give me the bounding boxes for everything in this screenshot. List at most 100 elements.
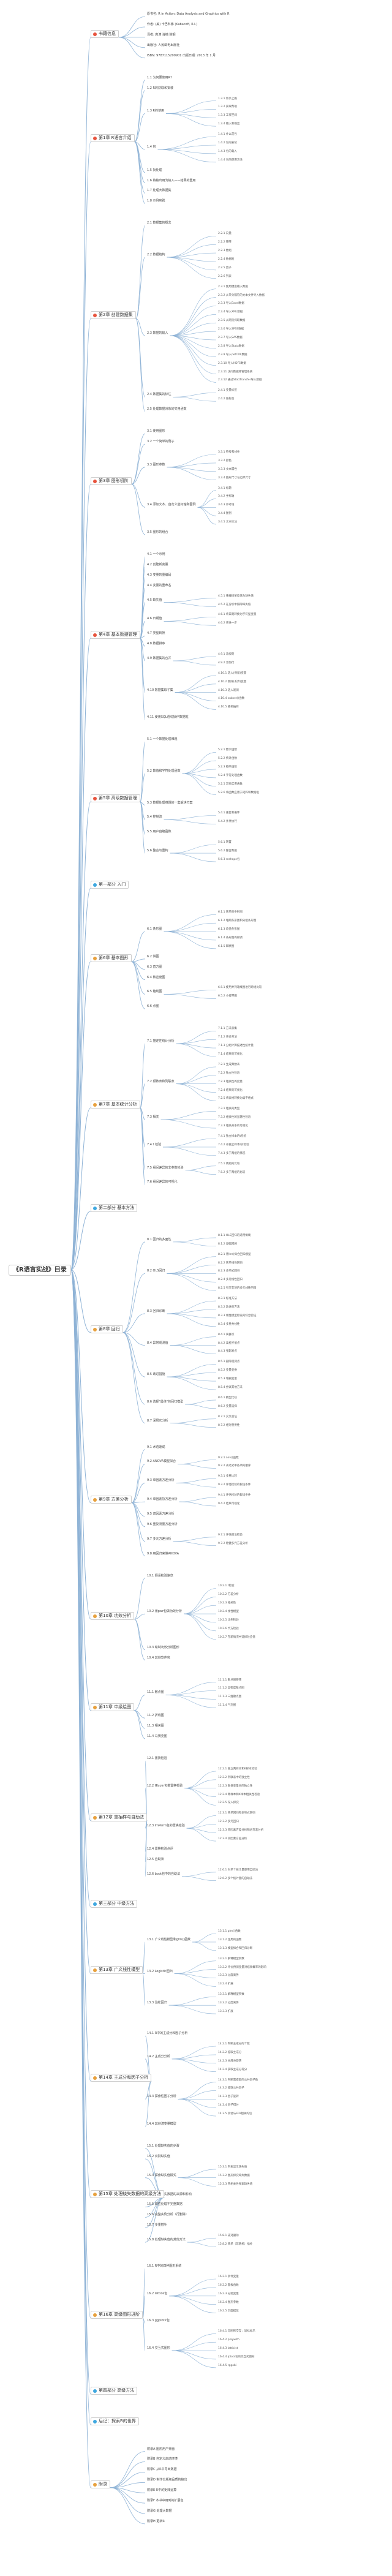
subsection-node[interactable]: 1.3.2 获取帮助 — [218, 105, 237, 109]
subsection-node[interactable]: 4.6.1 将日期转换为字符型变量 — [218, 613, 257, 617]
subsection-node[interactable]: 9.7.2 稳健多元方差分析 — [218, 1542, 248, 1545]
section-node[interactable]: 15.6 完整实例分析（行删除） — [147, 2213, 189, 2217]
subsection-node[interactable]: 5.4.2 条件执行 — [218, 820, 237, 824]
section-node[interactable]: 5.3 数据处理难题的一套解决方案 — [147, 800, 193, 805]
subsection-node[interactable]: 7.1.1 方法云集 — [218, 1027, 237, 1031]
section-node[interactable]: 6.6 点图 — [147, 1004, 159, 1009]
section-node[interactable]: 1.3 R的使用 — [147, 109, 165, 113]
section-node[interactable]: 6.3 直方图 — [147, 965, 162, 969]
section-node[interactable]: 2.1 数据集的概念 — [147, 221, 172, 225]
section-node[interactable]: 8.5 改进措施 — [147, 1373, 165, 1377]
section-node[interactable]: 附录C 从R中导出数据 — [147, 2468, 177, 2472]
chapter-node[interactable]: 第6章 基本图形 — [91, 954, 132, 963]
subsection-node[interactable]: 8.7.2 相对重要性 — [218, 1423, 240, 1427]
subsection-node[interactable]: 15.3.3 用相关性探索缺失值 — [218, 2182, 253, 2186]
section-node[interactable]: 4.10 数据集取子集 — [147, 688, 173, 692]
subsection-node[interactable]: 8.2.1 用lm()拟合回归模型 — [218, 1252, 251, 1256]
subsection-node[interactable]: 14.3.5 其他与EFA相关的包 — [218, 2112, 252, 2116]
subsection-node[interactable]: 7.3.1 相关的类型 — [218, 1107, 240, 1111]
section-node[interactable]: 5.6 整合与重构 — [147, 849, 168, 853]
section-node[interactable]: 附录H 更新R — [147, 2519, 165, 2523]
subsection-node[interactable]: 13.1.3 模型拟合和回归诊断 — [218, 1946, 253, 1950]
subsection-node[interactable]: 8.2.3 多项式回归 — [218, 1270, 240, 1273]
subsection-node[interactable]: 1.4.3 包的载入 — [218, 149, 237, 153]
chapter-node[interactable]: 第11章 中级绘图 — [91, 1703, 135, 1711]
subsection-node[interactable]: 2.3.6 导入SPSS数据 — [218, 328, 244, 331]
subsection-node[interactable]: 6.1.1 简单的条形图 — [218, 911, 243, 914]
subsection-node[interactable]: 2.3.8 导入Stata数据 — [218, 344, 244, 348]
subsection-node[interactable]: 8.5.2 变量变换 — [218, 1369, 237, 1373]
section-node[interactable]: 8.3 回归诊断 — [147, 1309, 165, 1313]
section-node[interactable]: 14.3 探索性因子分析 — [147, 2095, 176, 2099]
subsection-node[interactable]: 5.6.3 reshape包 — [218, 857, 240, 861]
section-node[interactable]: 3.3 图形参数 — [147, 462, 165, 467]
section-node[interactable]: 8.6 选择"最佳"的回归模型 — [147, 1399, 184, 1404]
subsection-node[interactable]: 8.3.2 改进的方法 — [218, 1305, 240, 1309]
subsection-node[interactable]: 7.2.3 相关性的度量 — [218, 1080, 243, 1083]
section-node[interactable]: 5.4 控制流 — [147, 815, 162, 819]
subsection-node[interactable]: 7.5.1 两组的比较 — [218, 1162, 240, 1166]
section-node[interactable]: 6.1 条形图 — [147, 927, 162, 932]
subsection-node[interactable]: 3.3.2 颜色 — [218, 459, 232, 462]
subsection-node[interactable]: 9.7.1 评估假设检验 — [218, 1533, 243, 1537]
subsection-node[interactable]: 12.3.4 双因素方差分析 — [218, 1837, 247, 1841]
subsection-node[interactable]: 16.2.4 图形参数 — [218, 2300, 239, 2304]
subsection-node[interactable]: 8.4.2 高杠杆值点 — [218, 1341, 240, 1345]
subsection-node[interactable]: 7.4.1 独立样本的t检验 — [218, 1135, 247, 1138]
section-node[interactable]: 9.3 单因素方差分析 — [147, 1478, 175, 1483]
section-node[interactable]: 14.2 主成分分析 — [147, 2054, 170, 2058]
subsection-node[interactable]: 4.10.1 选入(保留)变量 — [218, 671, 247, 675]
subsection-node[interactable]: 6.1.2 堆砌条形图和分组条形图 — [218, 919, 257, 923]
section-node[interactable]: 16.1 R中的四种图形系统 — [147, 2264, 182, 2269]
subsection-node[interactable]: 5.2.4 字符处理函数 — [218, 774, 243, 777]
section-node[interactable]: 译者: 高涛 肖楠 陈钢 — [147, 32, 176, 37]
subsection-node[interactable]: 4.5.1 重编码某些值为缺失值 — [218, 594, 254, 598]
subsection-node[interactable]: 14.3.1 判断需提取的公共因子数 — [218, 2078, 258, 2082]
subsection-node[interactable]: 4.9.2 添加行 — [218, 661, 235, 665]
section-node[interactable]: 7.1 描述性统计分析 — [147, 1039, 175, 1044]
subsection-node[interactable]: 8.5.3 增删变量 — [218, 1377, 237, 1381]
subsection-node[interactable]: 9.3.2 评估检验的假设条件 — [218, 1483, 251, 1487]
section-node[interactable]: 原书名: R in Action: Data Analysis and Grap… — [147, 12, 230, 17]
subsection-node[interactable]: 15.8.2 简单（非随机）插补 — [218, 2243, 253, 2246]
section-node[interactable]: 10.4 其他软件包 — [147, 1655, 170, 1660]
section-node[interactable]: 5.1 一个数据处理难题 — [147, 737, 178, 742]
section-node[interactable]: 4.2 创建新变量 — [147, 562, 168, 567]
section-node[interactable]: 6.5 箱线图 — [147, 990, 162, 994]
subsection-node[interactable]: 6.1.4 条形图的微调 — [218, 936, 243, 940]
chapter-node[interactable]: 第12章 重抽样与自助法 — [91, 1813, 148, 1821]
section-node[interactable]: 9.6 重复测量方差分析 — [147, 1522, 178, 1526]
section-node[interactable]: 5.2 数值和字符处理函数 — [147, 769, 181, 773]
section-node[interactable]: 1.5 批处理 — [147, 168, 162, 172]
subsection-node[interactable]: 11.1.4 气泡图 — [218, 1704, 236, 1708]
subsection-node[interactable]: 3.4.5 文本标注 — [218, 521, 237, 524]
subsection-node[interactable]: 16.2.5 页面摆放 — [218, 2309, 239, 2313]
subsection-node[interactable]: 3.4.2 坐标轴 — [218, 495, 235, 499]
section-node[interactable]: 12.1 置换检验 — [147, 1757, 167, 1760]
section-node[interactable]: 4.9 数据集的合并 — [147, 656, 172, 660]
subsection-node[interactable]: 8.1.1 OLS回归的适用情境 — [218, 1233, 251, 1237]
subsection-node[interactable]: 2.2.6 列表 — [218, 274, 232, 278]
section-node[interactable]: 13.2 Logistic回归 — [147, 1969, 173, 1973]
subsection-node[interactable]: 7.2.5 将表格转换为扁平格式 — [218, 1097, 254, 1101]
subsection-node[interactable]: 3.3.4 图形尺寸与边界尺寸 — [218, 476, 251, 480]
section-node[interactable]: 4.3 变量的重编码 — [147, 573, 172, 577]
subsection-node[interactable]: 5.6.2 整合数据 — [218, 849, 237, 853]
subsection-node[interactable]: 8.2.4 多元线性回归 — [218, 1278, 243, 1282]
subsection-node[interactable]: 12.6.1 对单个统计量使用自助法 — [218, 1868, 258, 1872]
subsection-node[interactable]: 16.4.4 iplots包的交互式图形 — [218, 2355, 255, 2359]
subsection-node[interactable]: 5.4.1 重复和循环 — [218, 812, 240, 815]
subsection-node[interactable]: 7.5.2 多于两组的比较 — [218, 1170, 246, 1174]
section-node[interactable]: 2.3 数据的输入 — [147, 331, 168, 336]
subsection-node[interactable]: 2.3.12 通过Stat/Transfer导入数据 — [218, 378, 262, 382]
chapter-node[interactable]: 第四部分 高级方法 — [91, 2387, 138, 2395]
subsection-node[interactable]: 8.2.5 有交互项的多元线性回归 — [218, 1287, 257, 1290]
section-node[interactable]: 1.1 为何要使用R? — [147, 75, 172, 80]
subsection-node[interactable]: 13.2.2 评价预测变量对结果概率的影响 — [218, 1965, 266, 1969]
section-node[interactable]: 12.4 置换检验点评 — [147, 1847, 173, 1851]
section-node[interactable]: 1.7 处理大数据集 — [147, 189, 172, 193]
subsection-node[interactable]: 8.5.1 删除观测点 — [218, 1360, 240, 1364]
subsection-node[interactable]: 14.2.3 主成分旋转 — [218, 2059, 242, 2063]
section-node[interactable]: 15.7 多重插补 — [147, 2223, 167, 2228]
section-node[interactable]: 10.3 绘制功效分析图形 — [147, 1645, 179, 1649]
